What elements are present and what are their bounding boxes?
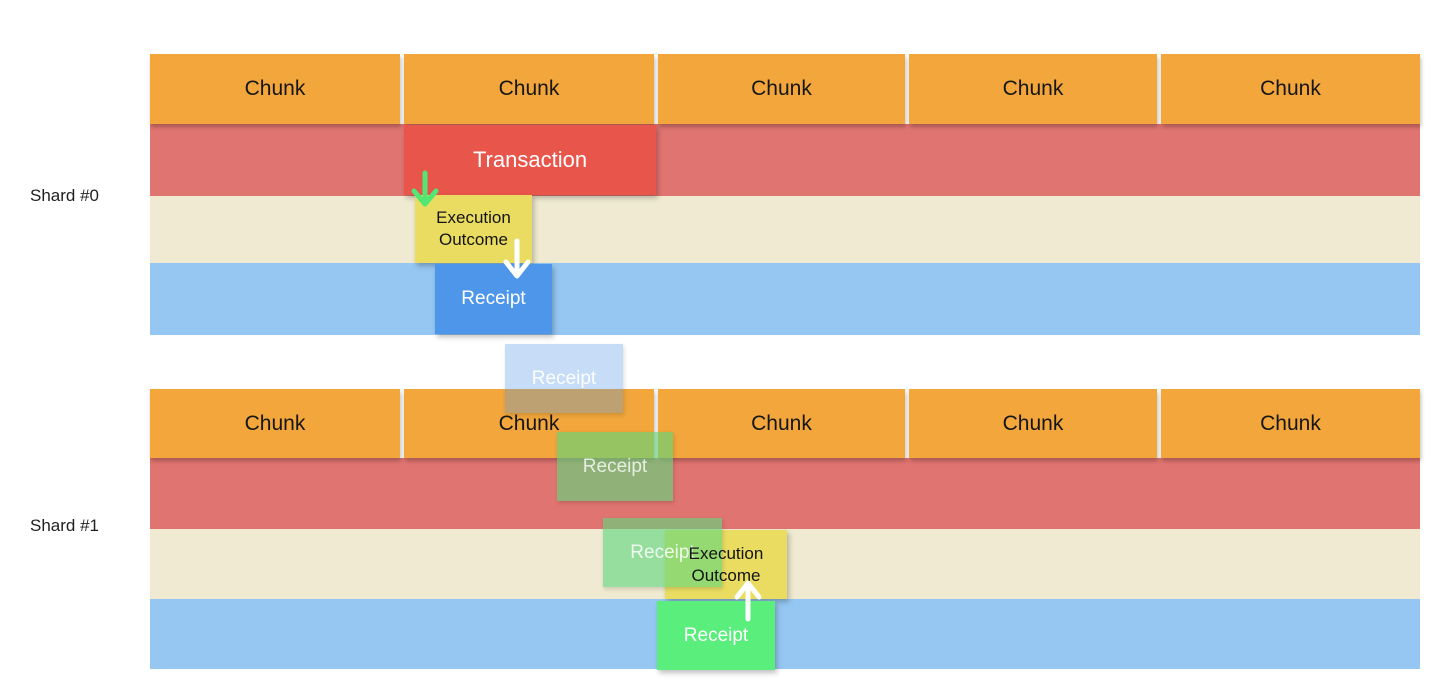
shard0-transactions-band [150,124,1420,196]
shard1-label: Shard #1 [30,516,99,535]
shard0-outcomes-band [150,196,1420,263]
shard1-chunk-1: Chunk [150,389,400,458]
shard0-execution-outcome-text: Execution Outcome [436,207,511,251]
shard0-receipt-box: Receipt [435,264,552,334]
receipt-ghost-2: Receipt [557,432,673,501]
shard1-chunk-3: Chunk [658,389,905,458]
shard0-chunk-2: Chunk [404,54,654,124]
shard0-execution-outcome-line2: Outcome [439,230,508,249]
shard0-execution-outcome-line1: Execution [436,208,511,227]
receipt-to-outcome-arrow-icon [734,580,762,622]
shard1-receipts-band [150,599,1420,669]
shard0-chunk-4: Chunk [909,54,1157,124]
shard1-execution-outcome-text: Execution Outcome [665,530,787,599]
transaction-to-outcome-arrow-icon [411,170,439,207]
shard0-receipts-band [150,263,1420,335]
shard1-chunk-5: Chunk [1161,389,1420,458]
receipt-ghost-1: Receipt [505,344,623,413]
shard0-chunk-5: Chunk [1161,54,1420,124]
shard0-label: Shard #0 [30,186,99,205]
shard1-chunk-4: Chunk [909,389,1157,458]
shard1-execution-outcome-line2: Outcome [691,565,761,585]
shard1-receipt-box: Receipt [657,601,775,670]
shard0-execution-outcome-box: Execution Outcome [415,195,532,263]
shard0-chunk-3: Chunk [658,54,905,124]
shard0-chunk-1: Chunk [150,54,400,124]
receipt-ghost-3: Receipt [603,518,722,587]
outcome-to-receipt-arrow-icon [503,238,531,279]
shard1-transactions-band [150,458,1420,529]
shard1-execution-outcome-line1: Execution [688,543,764,563]
shard1-execution-outcome-lines: Execution Outcome [689,543,764,587]
transaction-box: Transaction [404,125,656,195]
